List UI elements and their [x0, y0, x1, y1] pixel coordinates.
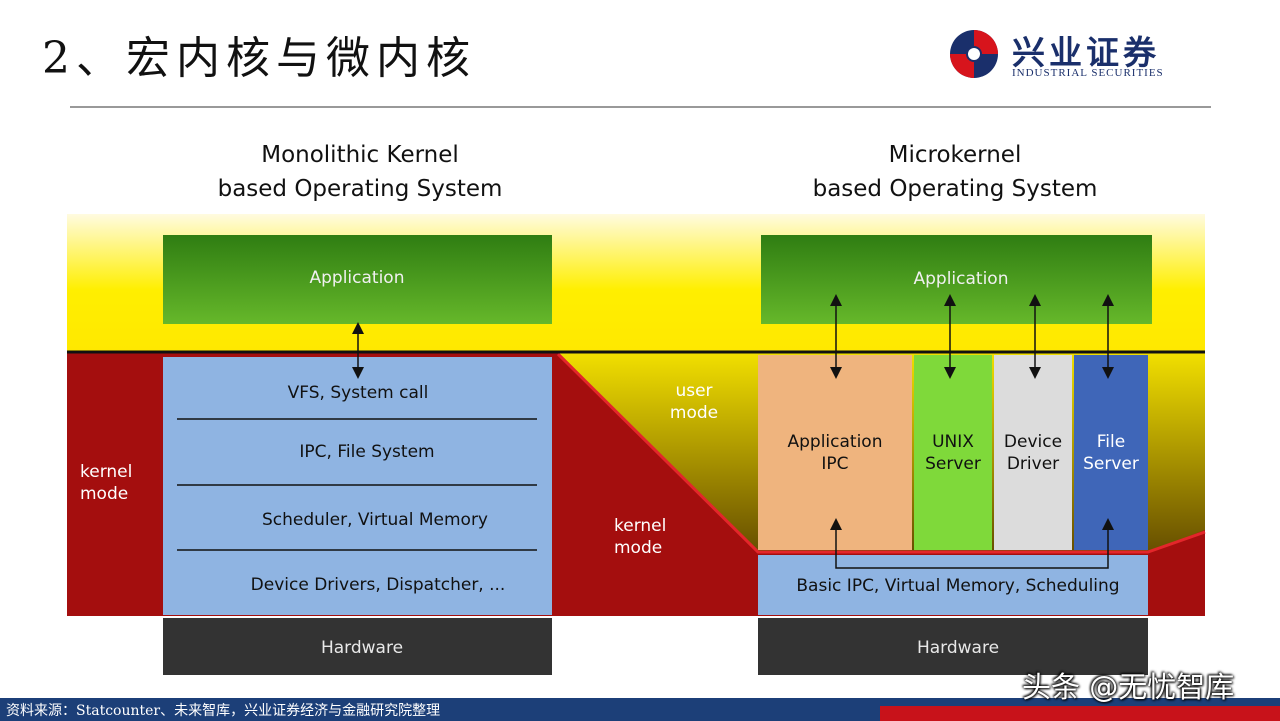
server-box — [994, 355, 1072, 550]
message-path-arrow — [830, 518, 1114, 569]
microkernel-hardware-label: Hardware — [917, 638, 999, 658]
monolithic-hardware-box — [163, 618, 552, 675]
server-label: Device — [1004, 432, 1062, 452]
microkernel-kernel-mode-label: mode — [614, 538, 662, 558]
kernel-boundary-line — [556, 352, 1206, 554]
server-label: Driver — [1007, 454, 1059, 474]
monolithic-layer-label: IPC, File System — [299, 442, 434, 462]
monolithic-hardware-label: Hardware — [321, 638, 403, 658]
server-box — [914, 355, 992, 550]
server-label: Server — [1083, 454, 1139, 474]
kernel-comparison-diagram: Application VFS, System call IPC, File S… — [67, 214, 1206, 675]
footer-source: 资料来源：Statcounter、未来智库，兴业证券经济与金融研究院整理 — [6, 703, 441, 719]
monolithic-layer-label: Device Drivers, Dispatcher, ... — [251, 575, 506, 595]
slide-title: 2、宏内核与微内核 — [42, 33, 476, 84]
monolithic-application-box — [163, 235, 552, 324]
server-label: IPC — [821, 454, 848, 474]
logo-name-en: INDUSTRIAL SECURITIES — [1012, 67, 1164, 79]
watermark-handle: 头条 @无忧智库 — [1022, 670, 1235, 704]
microkernel-hardware-box — [758, 618, 1148, 675]
server-label: File — [1097, 432, 1125, 452]
monolithic-application-label: Application — [310, 268, 405, 288]
microkernel-heading: Microkernel based Operating System — [745, 138, 1165, 206]
server-box — [758, 355, 912, 550]
microkernel-user-mode-label: mode — [670, 403, 718, 423]
logo-name-cn: 兴业证券 — [1012, 33, 1160, 72]
monolithic-layer-label: Scheduler, Virtual Memory — [262, 510, 488, 530]
logo-mark-icon — [950, 30, 998, 78]
microkernel-application-box — [761, 235, 1152, 324]
monolithic-heading-line2: based Operating System — [217, 176, 503, 202]
microkernel-application-label: Application — [914, 269, 1009, 289]
microkernel-user-mode-label: user — [675, 381, 712, 401]
title-divider — [70, 106, 1211, 108]
server-label: Server — [925, 454, 981, 474]
microkernel-kernel-mode-label: kernel — [614, 516, 666, 536]
microkernel-server-group: ApplicationIPCUNIXServerDeviceDriverFile… — [758, 355, 1148, 550]
monolithic-kernel-mode-label: mode — [80, 484, 128, 504]
server-label: Application — [788, 432, 883, 452]
server-label: UNIX — [932, 432, 974, 452]
monolithic-kernel-box — [163, 357, 552, 615]
company-logo: 兴业证券 INDUSTRIAL SECURITIES — [948, 26, 1198, 86]
footer-accent — [880, 706, 1280, 721]
server-box — [1074, 355, 1148, 550]
monolithic-heading: Monolithic Kernel based Operating System — [150, 138, 570, 206]
microkernel-heading-line2: based Operating System — [812, 176, 1098, 202]
monolithic-kernel-mode-label: kernel — [80, 462, 132, 482]
microkernel-basic-layer-label: Basic IPC, Virtual Memory, Scheduling — [796, 576, 1119, 596]
monolithic-layer-label: VFS, System call — [288, 383, 429, 403]
monolithic-heading-line1: Monolithic Kernel — [261, 142, 459, 168]
microkernel-basic-layer-box — [758, 555, 1148, 615]
microkernel-heading-line1: Microkernel — [888, 142, 1022, 168]
